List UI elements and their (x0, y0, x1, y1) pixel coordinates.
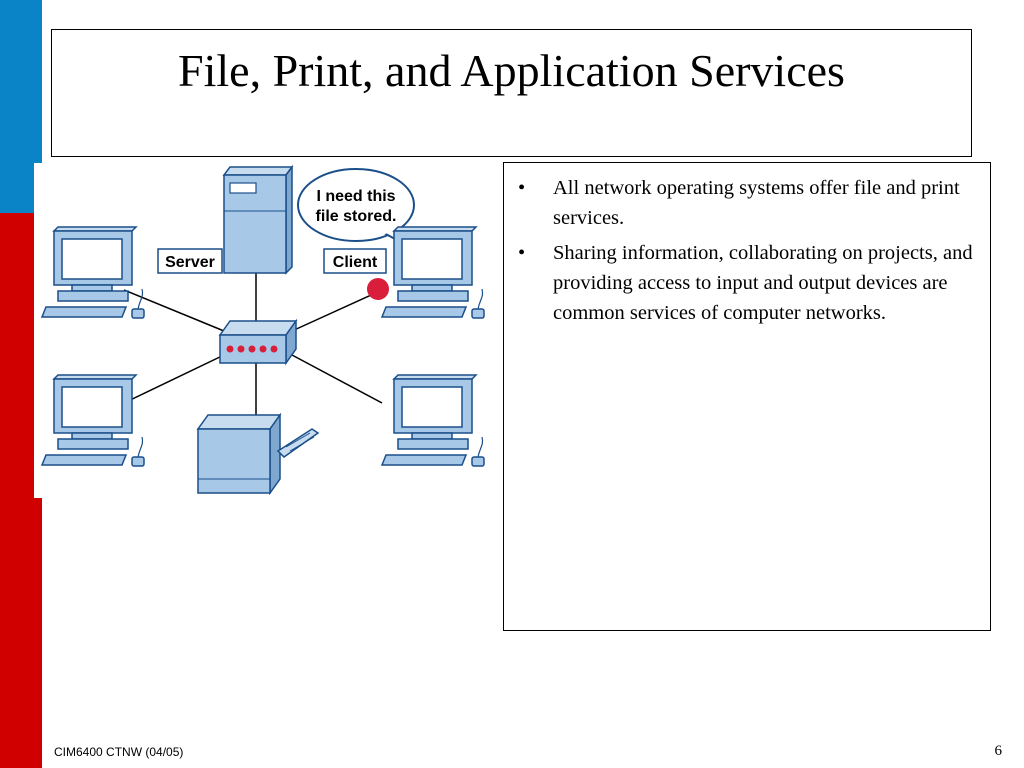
server-label: Server (157, 248, 223, 274)
network-diagram: I need this file stored. Server Client (34, 163, 490, 498)
speech-line-1: I need this (316, 188, 395, 205)
client-label-text: Client (333, 254, 378, 271)
title-placeholder: File, Print, and Application Services (51, 29, 972, 157)
hub-icon (218, 318, 298, 366)
computer-icon (381, 374, 485, 467)
server-icon (222, 164, 294, 275)
server-label-text: Server (165, 254, 215, 271)
computer-icon (41, 226, 145, 319)
bullet-glyph: • (518, 177, 526, 199)
bullet-glyph: • (518, 242, 526, 264)
printer-icon (196, 412, 320, 496)
client-label: Client (323, 248, 387, 274)
speech-line-2: file stored. (316, 208, 397, 225)
client-computer-icon (381, 226, 485, 319)
computer-icon (41, 374, 145, 467)
bullet-text: Sharing information, collaborating on pr… (553, 242, 973, 324)
client-indicator-dot (367, 278, 389, 300)
slide-title: File, Print, and Application Services (178, 45, 845, 96)
footer-course-code: CIM6400 CTNW (04/05) (54, 745, 184, 759)
body-text-box: • All network operating systems offer fi… (503, 162, 991, 631)
bullet-item: • Sharing information, collaborating on … (518, 238, 974, 328)
page-number: 6 (994, 743, 1003, 759)
bullet-item: • All network operating systems offer fi… (518, 173, 974, 233)
bullet-text: All network operating systems offer file… (553, 177, 960, 229)
bullet-list: • All network operating systems offer fi… (504, 163, 990, 328)
network-links (123, 273, 383, 415)
network-diagram-svg: I need this file stored. Server Client (41, 164, 485, 496)
speech-bubble: I need this file stored. (297, 168, 415, 248)
